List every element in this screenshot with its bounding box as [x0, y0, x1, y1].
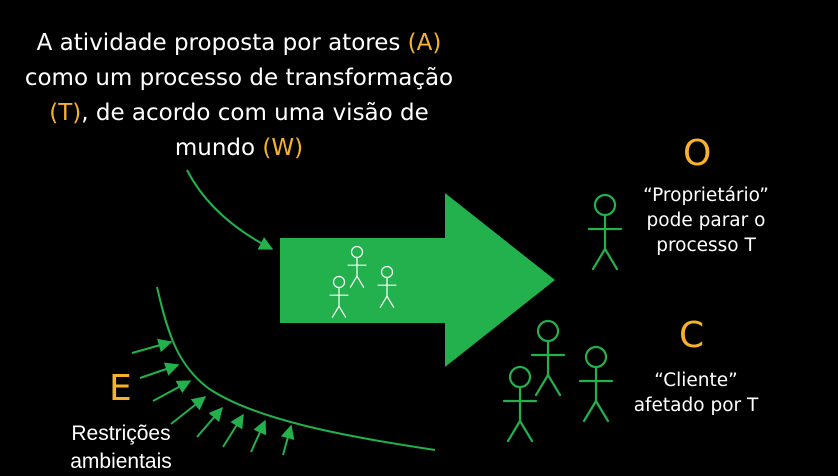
customer-label: “Cliente” afetado por T: [620, 368, 772, 418]
title-line-2: como um processo de transformação: [24, 65, 454, 91]
environment-label-line-2: ambientais: [70, 450, 172, 473]
customer-letter: C: [679, 315, 705, 356]
customer-figure-icon: [530, 319, 566, 397]
environment-letter: E: [109, 368, 132, 409]
pressure-arrows: [131, 338, 295, 456]
owner-label: “Proprietário” pode parar o processo T: [622, 183, 790, 258]
owner-label-line-2: pode parar o: [646, 210, 766, 231]
environment-label: Restrições ambientais: [56, 420, 186, 476]
title-line-3: (T), de acordo com uma visão de: [49, 100, 429, 126]
customer-figure-icon: [578, 345, 614, 423]
environment-label-line-1: Restrições: [71, 422, 171, 445]
environment-boundary-curve: [156, 286, 436, 451]
title-line-1: A atividade proposta por atores (A): [36, 30, 442, 56]
customer-label-line-2: afetado por T: [633, 395, 759, 416]
title-text: A atividade proposta por atores (A) como…: [0, 26, 478, 166]
owner-letter: O: [683, 133, 712, 174]
customer-label-line-1: “Cliente”: [654, 370, 738, 391]
owner-label-line-3: processo T: [656, 235, 756, 256]
pointer-arrow-icon: [186, 169, 274, 250]
transformation-arrow-icon: [280, 193, 555, 367]
customer-figures: [502, 319, 614, 443]
customer-figure-icon: [502, 365, 538, 443]
owner-label-line-1: “Proprietário”: [643, 185, 769, 206]
owner-figure-icon: [587, 193, 623, 271]
title-line-4: mundo (W): [174, 135, 304, 161]
